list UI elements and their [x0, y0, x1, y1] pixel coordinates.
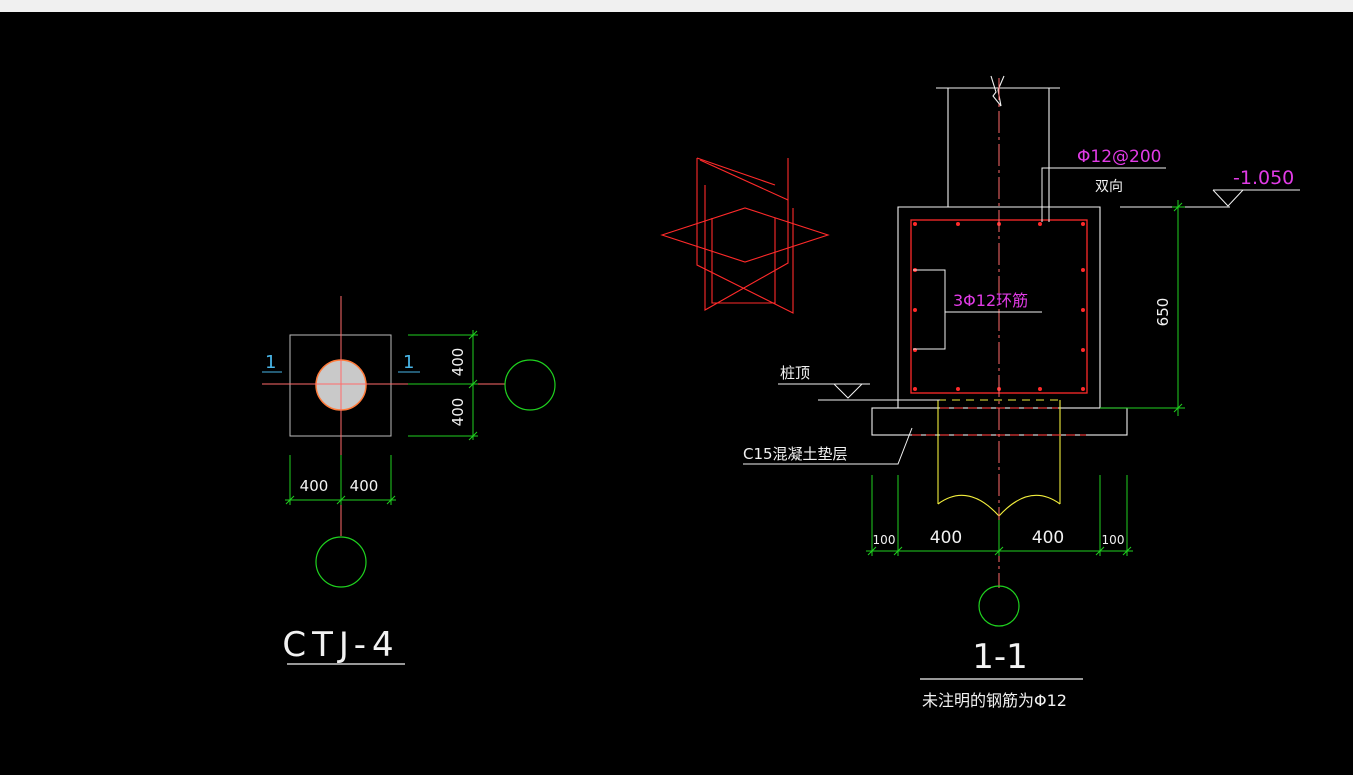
- section-dim-400-left: 400: [930, 528, 962, 548]
- section-mark-right: 1: [403, 352, 414, 373]
- plan-dimension-bottom: [285, 455, 396, 505]
- rebar-top-label: Φ12@200: [1077, 147, 1161, 167]
- section-dim-100-left: 100: [873, 533, 896, 547]
- height-dimension: [1100, 200, 1185, 416]
- title-bar: [0, 0, 1353, 12]
- plan-dim-right-upper: 400: [449, 348, 467, 377]
- plan-title: CTJ-4: [282, 625, 399, 665]
- plan-dimension-right: [408, 330, 478, 441]
- section-note: 未注明的钢筋为Φ12: [922, 691, 1067, 710]
- rebar-top-leader: [1041, 167, 1166, 222]
- section-title: 1-1: [972, 637, 1028, 677]
- axis-bubble-bottom: [315, 536, 367, 588]
- pile-top-marker: [778, 383, 940, 401]
- plan-dim-right-lower: 400: [449, 398, 467, 427]
- plan-dim-bottom-right: 400: [350, 477, 379, 495]
- pile-top-label: 桩顶: [780, 364, 810, 382]
- stirrup-ring-sketch: [660, 157, 830, 314]
- column-outline: [936, 75, 1060, 207]
- section-dim-100-right: 100: [1102, 533, 1125, 547]
- rebar-dots: [913, 222, 1085, 391]
- section-view: Φ12@200 双向 -1.050 3Φ12环筋 桩顶 C15混凝土垫层: [743, 75, 1300, 710]
- elevation-marker: [1120, 189, 1300, 208]
- cad-drawing: 1 1 400 400 400 400 CTJ-4: [262, 75, 1300, 710]
- section-axis-bubble: [978, 585, 1020, 627]
- plan-dim-bottom-left: 400: [300, 477, 329, 495]
- pile-cap-section-outline: [897, 206, 1101, 408]
- section-dim-400-right: 400: [1032, 528, 1064, 548]
- axis-bubble-right: [504, 359, 556, 411]
- height-dim-label: 650: [1154, 298, 1172, 327]
- cad-drawing-canvas[interactable]: 1 1 400 400 400 400 CTJ-4: [0, 12, 1353, 771]
- plan-view: 1 1 400 400 400 400 CTJ-4: [262, 296, 556, 665]
- stirrup-label: 3Φ12环筋: [953, 291, 1028, 310]
- cushion-leader: [743, 427, 913, 465]
- cushion-label: C15混凝土垫层: [743, 445, 848, 463]
- rebar-top-note: 双向: [1095, 179, 1123, 195]
- section-dimension-bottom: [866, 475, 1133, 556]
- stirrup-bracket: [913, 269, 946, 350]
- elevation-label: -1.050: [1233, 167, 1294, 189]
- section-mark-left: 1: [265, 352, 276, 373]
